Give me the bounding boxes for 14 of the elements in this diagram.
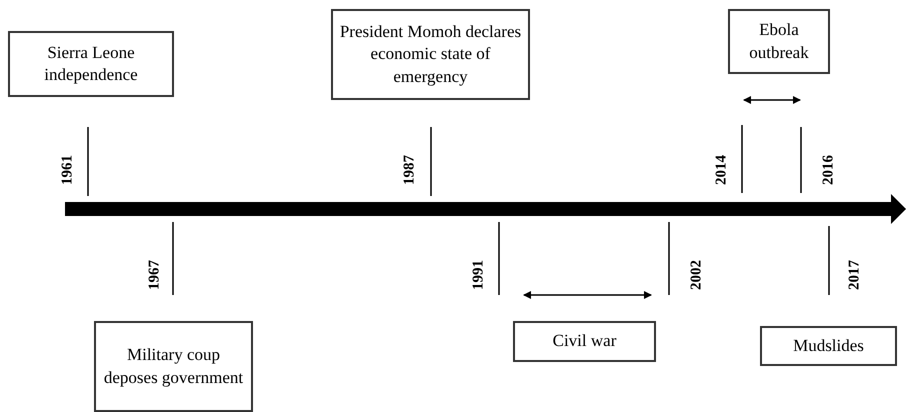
event-box: Civil war (513, 321, 656, 362)
event-box: Sierra Leone independence (8, 31, 174, 97)
event-box: Military coup deposes government (94, 321, 253, 412)
event-box: Ebola outbreak (728, 9, 830, 74)
event-box: Mudslides (760, 326, 897, 366)
year-label: 2002 (690, 260, 704, 290)
year-label: 2014 (714, 155, 730, 185)
year-label: 2017 (848, 260, 862, 290)
year-label: 1991 (472, 260, 486, 290)
year-label: 1987 (402, 155, 418, 185)
year-label: 1967 (148, 260, 162, 290)
year-label: 1961 (60, 155, 76, 185)
year-label: 2016 (822, 155, 836, 185)
event-box: President Momoh declares economic state of emergency (331, 9, 530, 100)
